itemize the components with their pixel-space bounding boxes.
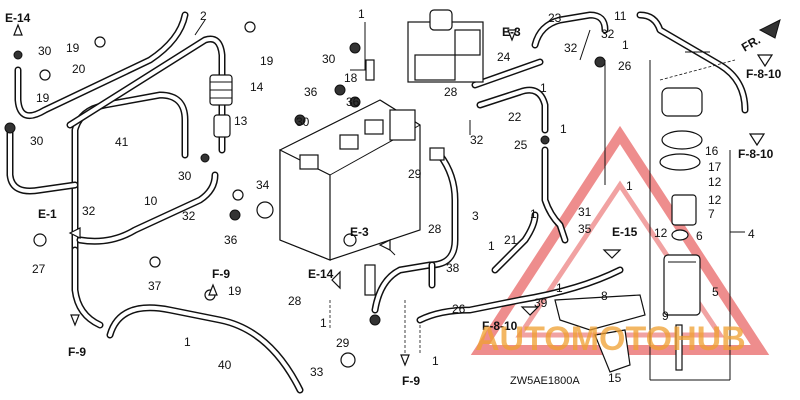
- num-36-a: 36: [224, 233, 238, 247]
- ref-f810-b: F-8-10: [738, 147, 774, 161]
- num-27: 27: [32, 262, 46, 276]
- num-20: 20: [72, 62, 86, 76]
- num-30-b: 30: [30, 134, 44, 148]
- num-39: 39: [534, 296, 548, 310]
- num-12-a: 12: [708, 193, 722, 207]
- num-25: 25: [514, 138, 528, 152]
- ref-f9-left: F-9: [68, 345, 86, 359]
- num-28-b: 28: [288, 294, 302, 308]
- diagram-code: ZW5AE1800A: [510, 375, 580, 387]
- ref-f9-mid: F-9: [212, 267, 230, 281]
- num-16: 16: [705, 144, 719, 158]
- num-1-k: 1: [556, 281, 563, 295]
- num-26-a: 26: [452, 302, 466, 316]
- num-32-e: 32: [601, 27, 615, 41]
- num-19-a: 19: [66, 41, 80, 55]
- num-11: 11: [614, 9, 627, 23]
- num-33: 33: [310, 365, 324, 379]
- num-15: 15: [608, 371, 622, 385]
- num-1-e: 1: [488, 239, 495, 253]
- fuel-pump-top: [407, 9, 484, 83]
- num-37: 37: [148, 279, 162, 293]
- ref-e14-mid: E-14: [308, 267, 334, 281]
- num-1-i: 1: [622, 38, 629, 52]
- num-1-j: 1: [626, 179, 633, 193]
- ref-e3-top: E-3: [502, 25, 521, 39]
- num-19-b: 19: [36, 91, 50, 105]
- num-12-b: 12: [708, 175, 722, 189]
- ref-f810-a: F-8-10: [746, 67, 782, 81]
- num-1-c: 1: [320, 316, 327, 330]
- num-8: 8: [601, 289, 608, 303]
- num-30-e: 30: [296, 115, 310, 129]
- num-32-b: 32: [182, 209, 196, 223]
- num-1-a: 1: [358, 7, 365, 21]
- vapor-separator: [256, 99, 421, 261]
- num-30-d: 30: [322, 52, 336, 66]
- ref-e14-top: E-14: [5, 11, 31, 25]
- num-35: 35: [578, 222, 592, 236]
- num-9: 9: [662, 309, 669, 323]
- num-6: 6: [696, 229, 703, 243]
- num-22: 22: [508, 110, 522, 124]
- num-36-b: 36: [304, 85, 318, 99]
- num-5: 5: [712, 285, 719, 299]
- num-13: 13: [234, 114, 248, 128]
- num-24: 24: [497, 50, 511, 64]
- num-28-c: 28: [444, 85, 458, 99]
- num-17: 17: [708, 160, 722, 174]
- direction-label: FR.: [739, 33, 763, 55]
- num-34: 34: [256, 178, 270, 192]
- ref-e1: E-1: [38, 207, 57, 221]
- num-41: 41: [115, 135, 129, 149]
- num-19-d: 19: [260, 54, 274, 68]
- num-28-a: 28: [428, 222, 442, 236]
- num-29-b: 29: [336, 336, 350, 350]
- num-12-c: 12: [654, 226, 668, 240]
- flow-arrows: [13, 23, 774, 367]
- num-31: 31: [578, 205, 592, 219]
- ref-e3-mid: E-3: [350, 225, 369, 239]
- num-1-f: 1: [540, 81, 547, 95]
- ref-f810-c: F-8-10: [482, 319, 518, 333]
- num-1-h: 1: [530, 207, 537, 221]
- num-32-c: 32: [470, 133, 484, 147]
- ref-f9-bottom: F-9: [402, 374, 420, 388]
- num-40: 40: [218, 358, 232, 372]
- ref-e15: E-15: [612, 225, 638, 239]
- filter-assembly: [659, 87, 703, 371]
- fr-arrow-icon: [758, 19, 781, 39]
- num-2: 2: [200, 9, 207, 23]
- num-32-a: 32: [82, 204, 96, 218]
- num-7: 7: [708, 207, 715, 221]
- num-1-b: 1: [184, 335, 191, 349]
- bracket-8: [554, 294, 646, 373]
- num-30-c: 30: [178, 169, 192, 183]
- num-21: 21: [504, 233, 518, 247]
- num-4: 4: [748, 227, 755, 241]
- clamps: [4, 21, 606, 368]
- num-29-a: 29: [408, 167, 422, 181]
- watermark-text: AUTOMOTOHUB: [475, 320, 746, 358]
- num-1-d: 1: [432, 354, 439, 368]
- num-1-g: 1: [560, 122, 567, 136]
- num-26-b: 26: [618, 59, 632, 73]
- num-36-c: 36: [346, 95, 360, 109]
- hoses: [6, 11, 749, 394]
- num-32-d: 32: [564, 41, 578, 55]
- num-3: 3: [472, 209, 479, 223]
- num-30-a: 30: [38, 44, 52, 58]
- num-23: 23: [548, 11, 562, 25]
- num-10: 10: [144, 194, 158, 208]
- num-19-c: 19: [228, 284, 242, 298]
- num-18: 18: [344, 71, 358, 85]
- num-14: 14: [250, 80, 264, 94]
- fuel-filter: [200, 74, 233, 163]
- num-38: 38: [446, 261, 460, 275]
